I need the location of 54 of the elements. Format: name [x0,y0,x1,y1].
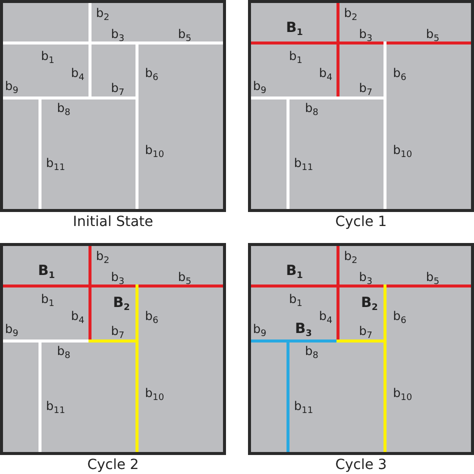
block-label: b$_{10}$ [145,143,164,157]
block-label: b$_{8}$ [305,344,318,358]
block-label: b$_{1}$ [289,292,302,306]
block-label: b$_{4}$ [319,66,332,80]
block-label: b$_{2}$ [344,6,358,20]
block-label: b$_{3}$ [359,27,372,41]
block-label: b$_{10}$ [393,386,412,400]
group-label: B$_{3}$ [295,322,312,336]
block-label: b$_{6}$ [393,309,406,323]
block-label: b$_{11}$ [294,156,314,170]
block-label: b$_{8}$ [57,101,70,115]
block-label: b$_{9}$ [5,322,18,336]
block-label: b$_{9}$ [5,79,18,93]
block-label: b$_{5}$ [178,270,192,284]
block-label: b$_{11}$ [46,156,66,170]
block-label: b$_{11}$ [294,399,314,413]
block-label: b$_{5}$ [426,270,440,284]
block-label: b$_{2}$ [344,249,358,263]
block-label: b$_{7}$ [111,324,124,338]
block-label: b$_{4}$ [319,309,332,323]
block-label: b$_{1}$ [289,49,302,63]
block-label: b$_{3}$ [111,270,124,284]
block-label: b$_{3}$ [111,27,124,41]
panel-caption: Cycle 1 [335,214,387,230]
group-label: B$_{1}$ [286,21,303,35]
panel-caption: Cycle 2 [87,457,139,473]
block-label: b$_{1}$ [41,49,54,63]
panel-caption: Initial State [72,214,154,230]
block-label: b$_{6}$ [145,66,158,80]
block-label: b$_{8}$ [305,101,318,115]
block-label: b$_{10}$ [393,143,412,157]
block-label: b$_{5}$ [178,27,192,41]
block-label: b$_{7}$ [359,324,372,338]
block-label: b$_{10}$ [145,386,164,400]
group-label: B$_{1}$ [38,264,55,278]
block-label: b$_{4}$ [71,309,84,323]
panel-caption: Cycle 3 [335,457,387,473]
block-label: b$_{11}$ [46,399,66,413]
block-label: b$_{8}$ [57,344,70,358]
block-label: b$_{2}$ [96,6,110,20]
group-label: B$_{2}$ [113,296,130,310]
block-label: b$_{9}$ [253,79,266,93]
group-label: B$_{1}$ [286,264,303,278]
block-label: b$_{7}$ [111,81,124,95]
block-label: b$_{4}$ [71,66,84,80]
block-label: b$_{6}$ [393,66,406,80]
block-label: b$_{1}$ [41,292,54,306]
block-label: b$_{7}$ [359,81,372,95]
block-label: b$_{5}$ [426,27,440,41]
block-label: b$_{9}$ [253,322,266,336]
group-label: B$_{2}$ [361,296,378,310]
block-label: b$_{3}$ [359,270,372,284]
block-label: b$_{6}$ [145,309,158,323]
block-label: b$_{2}$ [96,249,110,263]
